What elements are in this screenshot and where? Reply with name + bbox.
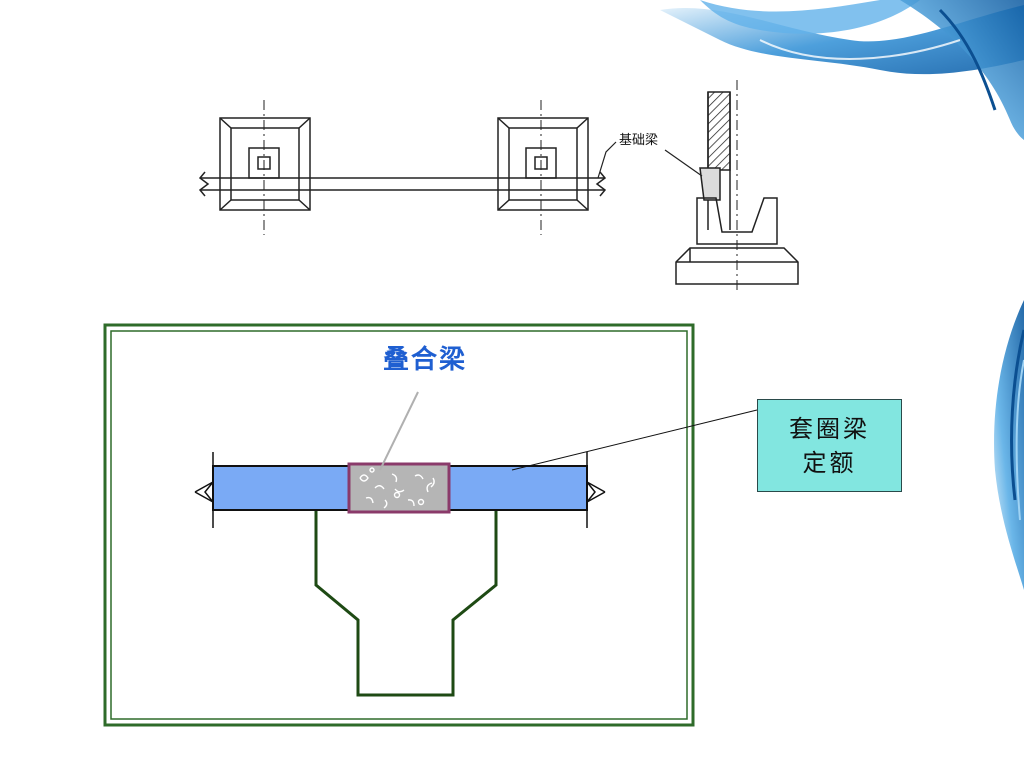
composite-beam-block: [347, 462, 451, 514]
ring-beam-right: [448, 465, 588, 511]
decorative-swirl-top: [660, 0, 1024, 140]
break-line-right: [586, 452, 606, 528]
foundation-plan-drawing: [198, 100, 617, 235]
quota-callout-leader: [511, 409, 758, 471]
diagram-frame: [103, 323, 695, 727]
decorative-swirl-right: [994, 300, 1024, 590]
column-outline: [314, 510, 498, 697]
callout-line-2: 定额: [802, 448, 857, 477]
foundation-section-drawing: [664, 80, 799, 292]
ring-beam-left: [212, 465, 350, 511]
foundation-beam-label: 基础梁: [619, 133, 658, 148]
composite-beam-leader: [379, 391, 419, 471]
callout-line-1: 套圈梁: [789, 414, 870, 443]
ring-beam-quota-callout: 套圈梁 定额: [757, 399, 902, 492]
break-line-left: [194, 452, 214, 528]
composite-beam-label: 叠合梁: [383, 344, 467, 375]
